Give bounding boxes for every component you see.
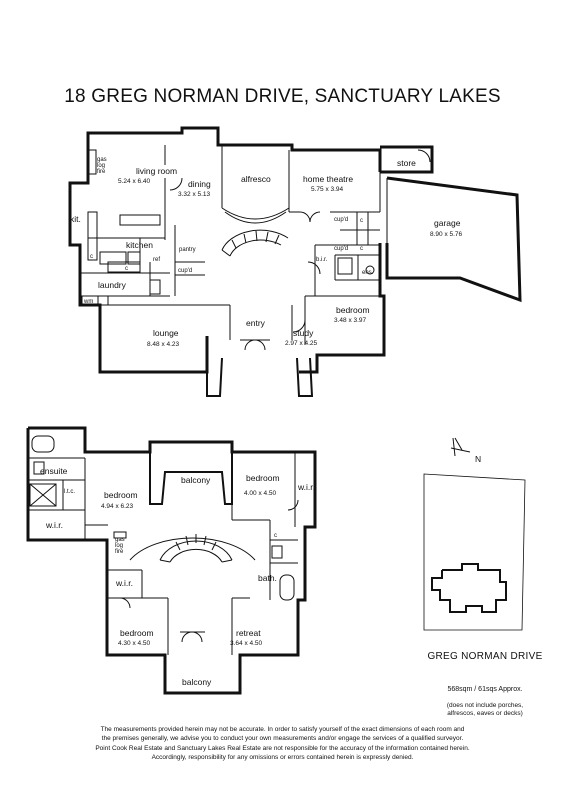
area-exclusions-line: (does not include porches, — [446, 702, 524, 709]
room-label-retreat: retreat — [236, 628, 261, 638]
room-label-bir: b.i.r. — [316, 257, 328, 263]
ground-floor-walls — [68, 126, 522, 397]
room-label-wir-left: w.i.r. — [45, 520, 63, 530]
area-exclusions: (does not include porches, alfrescos, ea… — [405, 702, 565, 718]
room-label-study: study — [293, 328, 314, 338]
room-label-kit: kit. — [70, 214, 81, 224]
room-dims-bedroom-main: 4.94 x 6.23 — [101, 503, 134, 510]
area-exclusions-line: alfrescos, eaves or decks) — [447, 710, 523, 717]
room-dims-bedroom-ground: 3.48 x 3.97 — [334, 317, 367, 324]
fire-label-upper: fire — [115, 549, 124, 555]
room-label-balcony-top: balcony — [181, 475, 211, 485]
disclaimer: The measurements provided herein may not… — [30, 725, 535, 762]
c-label-upper: c — [274, 533, 277, 539]
gas-label-upper: gas — [115, 537, 125, 543]
room-label-bedroom-right: bedroom — [246, 473, 280, 483]
log-label: log — [97, 163, 105, 169]
north-label: N — [475, 454, 481, 464]
cupd-label-laundry: cup'd — [178, 268, 192, 274]
room-label-kitchen: kitchen — [126, 240, 153, 250]
room-dims-bedroom-right: 4.00 x 4.50 — [244, 490, 277, 497]
area-summary: 568sqm / 61sqs Approx. — [447, 686, 523, 693]
ref-label: ref — [153, 257, 160, 263]
room-label-laundry: laundry — [98, 280, 127, 290]
c-label-kit: c — [90, 254, 93, 260]
room-label-living-room: living room — [136, 166, 177, 176]
room-label-bath: bath. — [258, 573, 277, 583]
room-dims-dining: 3.32 x 5.13 — [178, 191, 211, 198]
disclaimer-line: The measurements provided herein may not… — [100, 726, 465, 733]
upper-floor-labels: ensuite l.t.c. w.i.r. bedroom 4.94 x 6.2… — [40, 466, 315, 687]
room-dims-living-room: 5.24 x 6.40 — [118, 178, 151, 185]
room-dims-bedroom-lower: 4.30 x 4.50 — [118, 640, 151, 647]
street-name: GREG NORMAN DRIVE — [427, 651, 543, 662]
room-label-dining: dining — [188, 179, 211, 189]
room-label-pantry: pantry — [179, 247, 196, 253]
room-label-ens: ens. — [362, 270, 374, 276]
cupd-label-bedroom: cup'd — [334, 246, 348, 252]
gas-label: gas — [97, 157, 107, 163]
room-label-bedroom-main: bedroom — [104, 490, 138, 500]
room-label-bedroom-lower: bedroom — [120, 628, 154, 638]
room-dims-lounge: 8.48 x 4.23 — [147, 341, 180, 348]
disclaimer-line: Point Cook Real Estate and Sanctuary Lak… — [95, 744, 470, 752]
room-label-store: store — [397, 158, 416, 168]
ground-floor-labels: living room 5.24 x 6.40 dining 3.32 x 5.… — [70, 157, 463, 348]
disclaimer-line: the premises generally, we advise you to… — [101, 735, 464, 743]
room-dims-study: 2.97 x 4.25 — [285, 340, 318, 347]
room-dims-retreat: 3.64 x 4.50 — [230, 640, 263, 647]
room-label-balcony-bottom: balcony — [182, 677, 212, 687]
room-label-wir-lower: w.i.r. — [115, 578, 133, 588]
cupd-label-theatre: cup'd — [334, 217, 348, 223]
room-label-ensuite: ensuite — [40, 466, 68, 476]
room-label-entry: entry — [246, 318, 266, 328]
c-label-theatre: c — [360, 218, 363, 224]
room-label-wir-right: w.i.r. — [297, 482, 315, 492]
room-label-garage: garage — [434, 218, 461, 228]
page-title: 18 GREG NORMAN DRIVE, SANCTUARY LAKES — [64, 86, 501, 107]
room-label-alfresco: alfresco — [241, 174, 271, 184]
disclaimer-line: Accordingly, responsibility for any omis… — [151, 753, 414, 761]
c-label-bedroom: c — [360, 246, 363, 252]
site-plan — [423, 437, 526, 631]
wm-label: wm — [83, 299, 93, 305]
linen-label: l.t.c. — [64, 489, 75, 495]
room-dims-home-theatre: 5.75 x 3.94 — [311, 186, 344, 193]
upper-floor-walls — [26, 426, 317, 695]
room-label-bedroom-ground: bedroom — [336, 305, 370, 315]
room-label-lounge: lounge — [153, 328, 179, 338]
fire-label: fire — [97, 169, 106, 175]
c-label-kitchen: c — [125, 266, 128, 272]
room-dims-garage: 8.90 x 5.76 — [430, 231, 463, 238]
room-label-home-theatre: home theatre — [303, 174, 353, 184]
log-label-upper: log — [115, 543, 123, 549]
